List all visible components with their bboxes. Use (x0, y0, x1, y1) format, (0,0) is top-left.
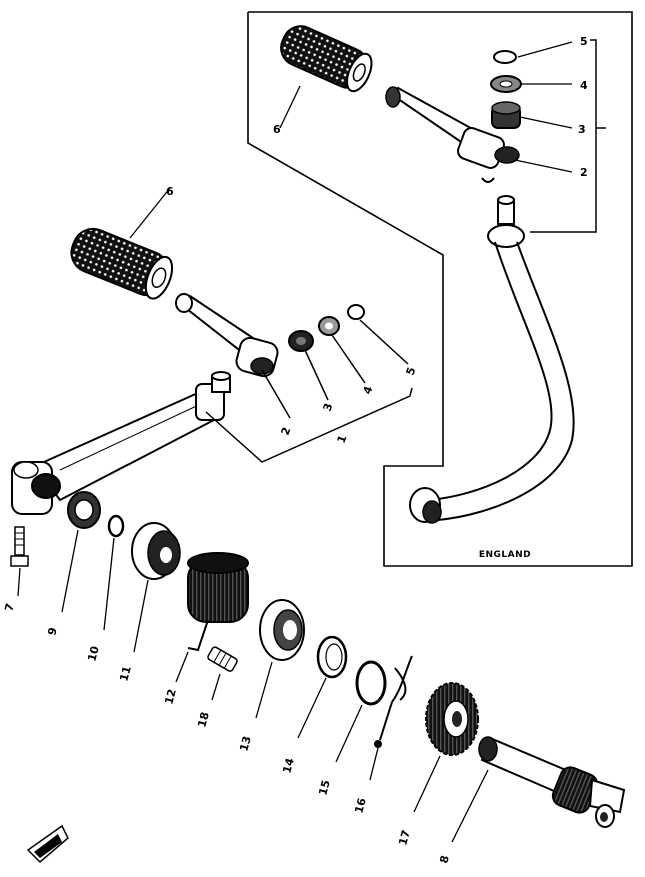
label-2: 2 (279, 425, 294, 437)
inset-bracket (530, 39, 606, 233)
label-1: 1 (335, 433, 350, 445)
label-3: 3 (321, 401, 336, 413)
inset-label-2: 2 (580, 166, 588, 179)
inset-label-6: 6 (273, 123, 281, 136)
kick-gear (425, 682, 479, 756)
label-10: 10 (85, 644, 102, 662)
label-9: 9 (45, 626, 60, 637)
main-kick-arm (11, 371, 231, 515)
spring-pin (207, 646, 238, 672)
corner-stamp (26, 824, 69, 864)
main-grip (70, 227, 174, 300)
circlip-15 (355, 660, 387, 706)
inset-label-3: 3 (578, 123, 586, 136)
main-spring-nut (288, 330, 314, 352)
kick-shaft (478, 736, 626, 828)
main-circlip (347, 304, 365, 320)
spring-cover (259, 599, 305, 661)
spring-guide (131, 522, 181, 580)
inset-circlip (493, 50, 517, 64)
inset-label-5: 5 (580, 35, 588, 48)
label-17: 17 (396, 829, 413, 847)
main-folding-arm (175, 293, 279, 378)
inset-grip (280, 25, 373, 93)
label-8: 8 (437, 854, 452, 865)
label-5: 5 (404, 365, 419, 377)
inset-label-4: 4 (580, 79, 588, 92)
inset-caption: ENGLAND (479, 550, 531, 560)
circlip-10 (107, 514, 125, 538)
main-bracket (205, 319, 413, 463)
label-4: 4 (361, 384, 376, 396)
label-18: 18 (195, 711, 212, 729)
inset-kick-arm (409, 195, 575, 524)
inset-border (247, 11, 633, 567)
label-15: 15 (316, 779, 333, 797)
label-12: 12 (162, 688, 179, 706)
clip (374, 655, 413, 748)
oil-seal (67, 491, 101, 529)
inset-leaders (279, 41, 573, 173)
label-13: 13 (237, 735, 254, 753)
inset-folding-arm (385, 86, 520, 183)
label-16: 16 (352, 796, 369, 814)
bolt (10, 526, 29, 567)
label-7: 7 (2, 602, 17, 613)
label-11: 11 (117, 665, 134, 683)
label-14: 14 (280, 756, 297, 774)
label-6: 6 (166, 185, 174, 198)
torsion-spring (187, 552, 249, 652)
